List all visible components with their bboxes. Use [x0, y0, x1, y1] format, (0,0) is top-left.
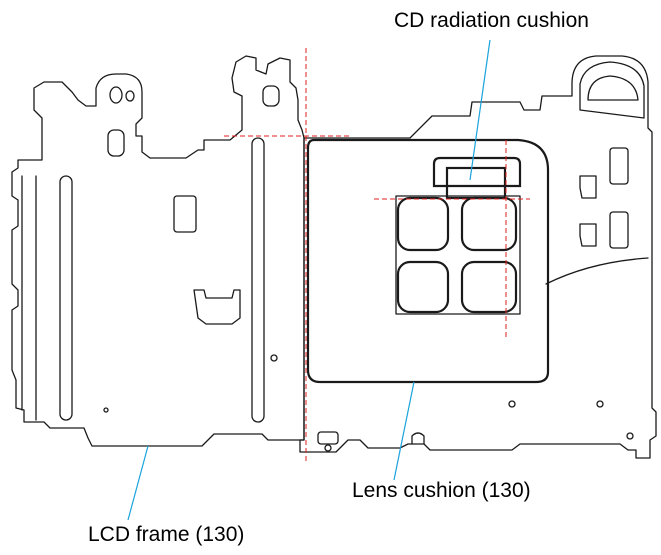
lcd-frame-rib-right: [251, 137, 265, 423]
chassis-hole-c: [626, 432, 634, 440]
cushion-outer-frame: [395, 195, 521, 315]
label-lens-cushion: Lens cushion (130): [352, 479, 531, 502]
label-lcd-frame: LCD frame (130): [88, 523, 245, 546]
label-cd-radiation-cushion: CD radiation cushion: [394, 9, 589, 32]
chassis-bottom-tab: [411, 432, 425, 445]
lcd-frame-tab: [193, 289, 241, 325]
chassis-clip-a: [579, 175, 597, 199]
lcd-frame-hole-top: [109, 86, 123, 104]
main-chassis-outline: [299, 55, 657, 459]
chassis-window-frame: [579, 61, 645, 119]
center-lines: [224, 48, 530, 464]
cd-radiation-cushion-assembly: [395, 156, 522, 315]
lcd-frame-hole-top-2: [125, 90, 135, 102]
lcd-frame-slot-a: [107, 129, 125, 157]
leader-lens-cushion: [393, 381, 415, 481]
chassis-hole-a: [508, 400, 516, 408]
chassis-bracket-a: [609, 147, 629, 185]
leader-cd-radiation-cushion: [469, 39, 491, 181]
chassis-hole-d: [324, 444, 332, 452]
chassis-bracket-b: [609, 211, 629, 249]
lcd-frame-hole-mid: [270, 354, 278, 362]
cd-radiation-cushion: [445, 166, 507, 200]
main-chassis-part: [299, 55, 657, 459]
lcd-frame-window-a: [173, 195, 197, 233]
chassis-window-top: [587, 75, 639, 101]
cushion-pad-bottom-right: [460, 260, 518, 314]
lcd-frame-outline: [11, 55, 305, 447]
lcd-frame-rib-left: [59, 175, 73, 421]
lens-cushion-pad: [306, 138, 550, 384]
chassis-bottom-slot: [317, 431, 339, 445]
lcd-frame-slot-b: [262, 85, 280, 107]
cushion-pad-bottom-left: [396, 260, 450, 314]
lcd-frame-hole-low: [103, 407, 109, 413]
chassis-inner-curve: [545, 257, 649, 285]
lcd-frame-part: [11, 55, 305, 447]
cd-cushion-frame: [432, 156, 522, 188]
cushion-pad-top-left: [396, 196, 450, 252]
chassis-hole-b: [596, 400, 604, 408]
chassis-clip-b: [579, 223, 597, 247]
leader-lcd-frame: [127, 445, 149, 521]
cushion-pad-top-right: [460, 196, 518, 252]
